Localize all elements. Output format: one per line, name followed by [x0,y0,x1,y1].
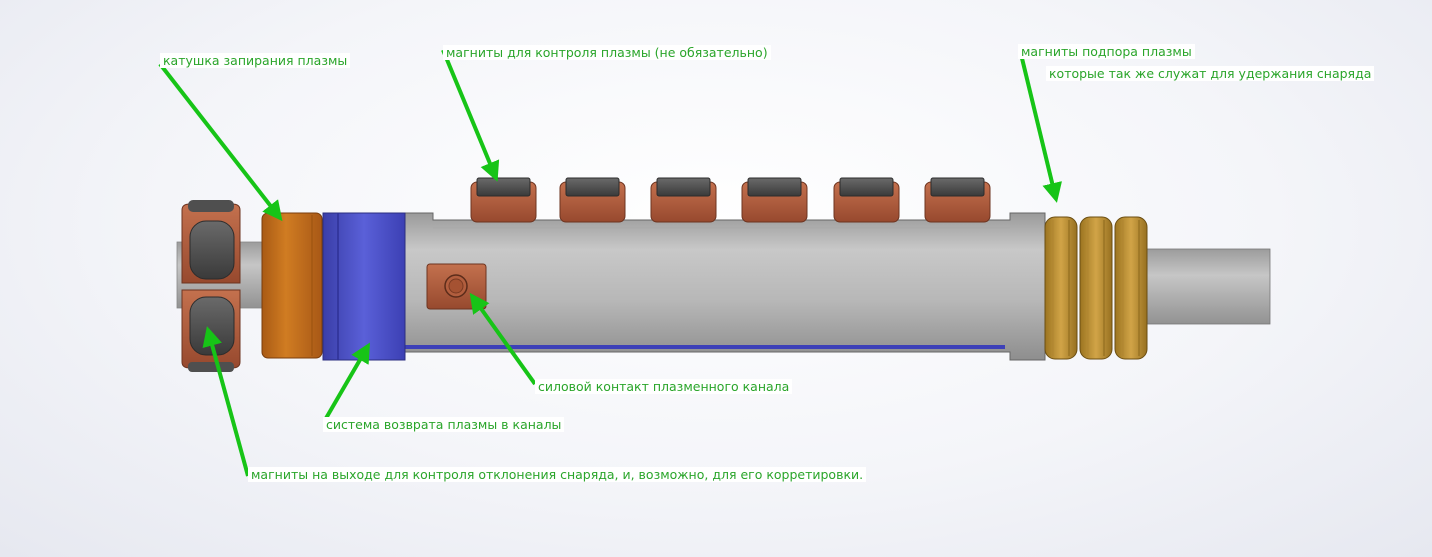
label-exit-magnets: магниты на выходе для контроля отклонени… [248,467,867,482]
plasma-return-ring [322,212,406,361]
main-barrel [404,212,1046,361]
exit-magnet-top [181,200,241,284]
control-magnet-5 [833,177,900,223]
support-ring-3 [1114,216,1148,360]
arrow-exit-magnets [202,326,250,477]
arrow-return-system [323,342,371,422]
arrow-support-magnets [1018,49,1062,203]
support-ring-1 [1044,216,1078,360]
label-confinement-coil: катушка запирания плазмы [160,53,351,68]
arrow-confinement-coil [158,62,283,222]
confinement-coil [261,212,323,359]
output-rod [1139,248,1271,325]
label-support-magnets-line2: которые так же служат для удержания снар… [1046,66,1375,81]
control-magnet-4 [741,177,808,223]
arrow-control-magnets [441,49,500,182]
control-magnet-6 [924,177,991,223]
support-ring-2 [1079,216,1113,360]
control-magnet-2 [559,177,626,223]
arrow-power-contact [469,292,537,386]
control-magnet-3 [650,177,717,223]
control-magnet-1 [470,177,537,223]
exit-magnet-bottom [181,289,241,372]
label-control-magnets: магниты для контроля плазмы (не обязател… [443,45,771,60]
label-power-contact: силовой контакт плазменного канала [535,379,793,394]
label-return-system: система возврата плазмы в каналы [323,417,565,432]
label-support-magnets-line1: магниты подпора плазмы [1018,44,1195,59]
